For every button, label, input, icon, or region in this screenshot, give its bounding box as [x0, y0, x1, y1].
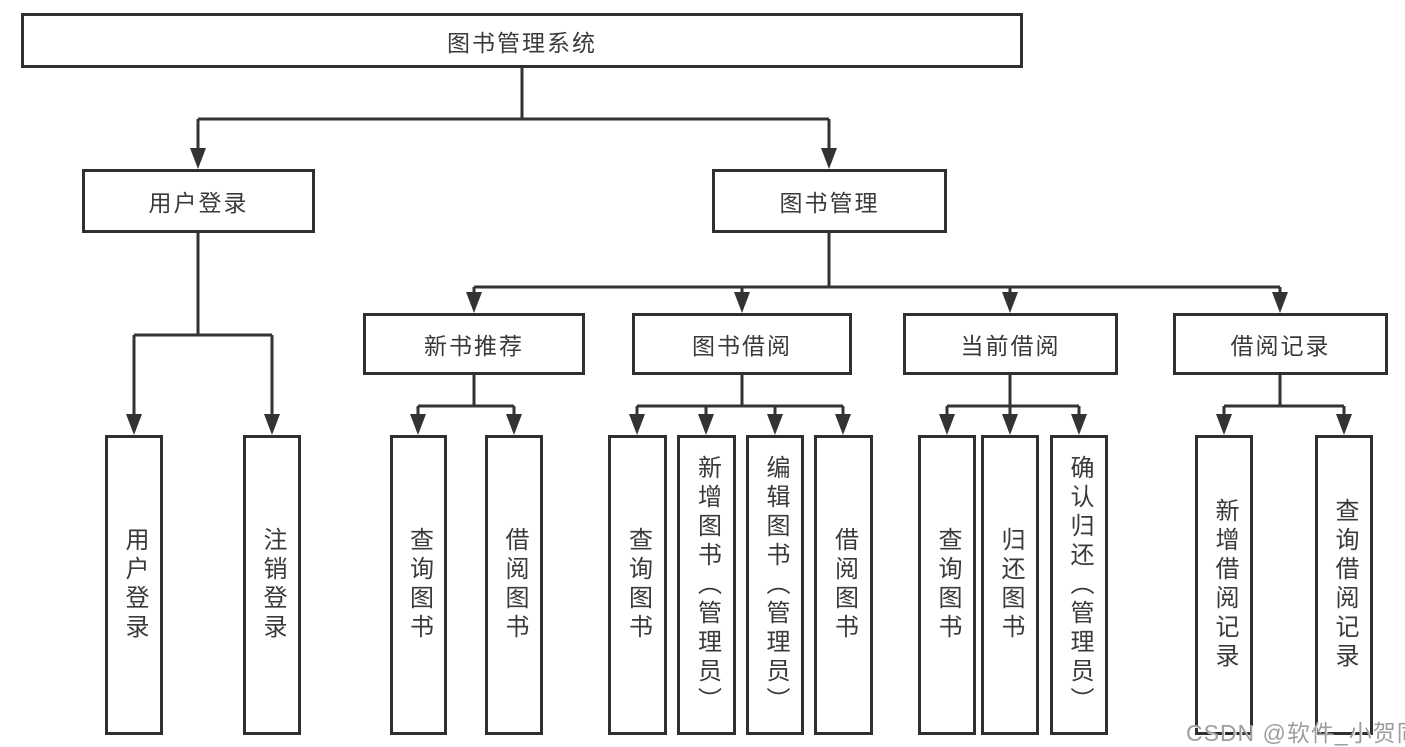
leaf-return-book: 归还图书 — [981, 435, 1039, 735]
edge-user-login-to-leaves — [132, 233, 274, 417]
node-new-book-recommend: 新书推荐 — [363, 313, 585, 375]
node-label: 查询图书 — [405, 527, 433, 643]
arrowhead-icon — [698, 414, 714, 435]
leaf-borrow-books: 借阅图书 — [814, 435, 873, 735]
node-label: 新书推荐 — [424, 333, 524, 359]
leaf-add-book-admin: 新增图书（管理员） — [677, 435, 736, 735]
node-label: 借阅图书 — [501, 527, 528, 643]
leaf-query-books-current: 查询图书 — [918, 435, 976, 735]
arrowhead-icon — [264, 414, 280, 435]
edge-root-to-level1 — [196, 68, 831, 151]
arrowhead-icon — [1071, 414, 1087, 435]
leaf-query-borrow-record: 查询借阅记录 — [1315, 435, 1373, 735]
leaf-edit-book-admin: 编辑图书（管理员） — [746, 435, 804, 735]
arrowhead-icon — [629, 414, 645, 435]
edge-book-mgmt-to-level2 — [472, 233, 1282, 295]
arrowhead-icon — [767, 414, 783, 435]
node-label: 查询图书 — [934, 527, 961, 643]
node-label: 图书管理 — [779, 190, 880, 216]
node-label: 查询借阅记录 — [1331, 498, 1358, 672]
node-label: 借阅记录 — [1230, 333, 1331, 359]
arrowhead-icon — [821, 148, 837, 169]
arrowhead-icon — [410, 414, 426, 435]
node-label: 注销登录 — [259, 527, 286, 643]
arrowhead-icon — [1002, 292, 1018, 313]
node-label: 新增图书（管理员） — [693, 454, 721, 716]
edge-current-borrow-to-leaves — [945, 375, 1081, 417]
arrowhead-icon — [1336, 414, 1352, 435]
arrowhead-icon — [1272, 292, 1288, 313]
node-label: 借阅图书 — [830, 527, 858, 643]
node-label: 确认归还（管理员） — [1066, 454, 1093, 716]
node-label: 新增借阅记录 — [1211, 498, 1238, 672]
leaf-user-login: 用户登录 — [105, 435, 163, 735]
node-borrowing-records: 借阅记录 — [1173, 313, 1388, 375]
arrowhead-icon — [734, 292, 750, 313]
leaf-confirm-return-admin: 确认归还（管理员） — [1050, 435, 1108, 735]
node-book-management: 图书管理 — [712, 169, 947, 233]
node-user-login: 用户登录 — [82, 169, 315, 233]
node-label: 归还图书 — [997, 527, 1024, 643]
node-label: 编辑图书（管理员） — [762, 454, 789, 716]
node-current-borrowing: 当前借阅 — [903, 313, 1118, 375]
node-library-system: 图书管理系统 — [21, 13, 1023, 68]
leaf-query-books-recommend: 查询图书 — [390, 435, 447, 735]
leaf-add-borrow-record: 新增借阅记录 — [1195, 435, 1253, 735]
leaf-query-books-borrow: 查询图书 — [608, 435, 667, 735]
arrowhead-icon — [939, 414, 955, 435]
node-book-borrowing: 图书借阅 — [632, 313, 852, 375]
arrowhead-icon — [190, 148, 206, 169]
node-label: 用户登录 — [121, 527, 148, 643]
node-label: 用户登录 — [148, 190, 249, 216]
edge-borrow-records-to-leaves — [1222, 375, 1346, 417]
node-label: 图书管理系统 — [447, 29, 597, 56]
arrowhead-icon — [466, 292, 482, 313]
node-label: 当前借阅 — [960, 333, 1061, 359]
edge-new-book-rec-to-leaves — [416, 375, 516, 417]
edge-book-borrow-to-leaves — [635, 375, 845, 417]
node-label: 图书借阅 — [692, 333, 792, 359]
arrowhead-icon — [126, 414, 142, 435]
arrowhead-icon — [1216, 414, 1232, 435]
leaf-borrow-books-recommend: 借阅图书 — [485, 435, 543, 735]
node-label: 查询图书 — [624, 527, 652, 643]
arrowhead-icon — [506, 414, 522, 435]
leaf-logout: 注销登录 — [243, 435, 301, 735]
arrowhead-icon — [1002, 414, 1018, 435]
watermark: CSDN @软件_小贺同学 — [1186, 720, 1405, 746]
arrowhead-icon — [835, 414, 851, 435]
